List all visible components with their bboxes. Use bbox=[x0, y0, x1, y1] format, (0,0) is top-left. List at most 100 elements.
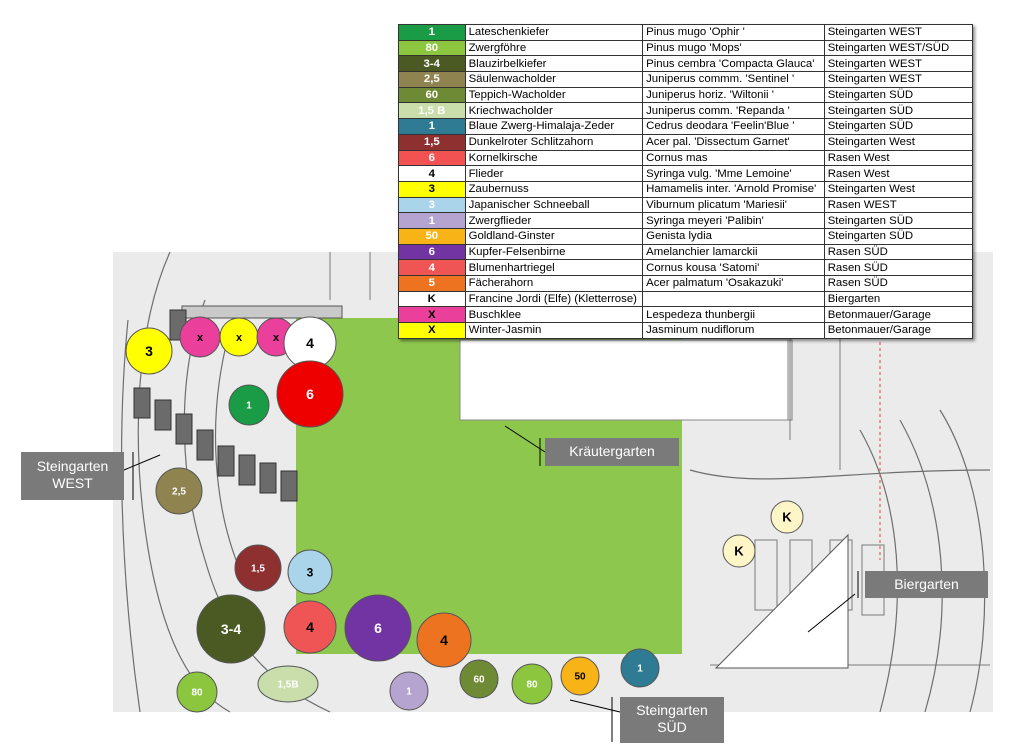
legend-common-name: Zaubernuss bbox=[464, 180, 644, 198]
legend-common-name: Francine Jordi (Elfe) (Kletterrose) bbox=[464, 290, 644, 308]
legend-code: 3 bbox=[398, 180, 466, 198]
plant-code-label: 2,5 bbox=[172, 487, 186, 498]
legend-botanical-name: Jasminum nudiflorum bbox=[642, 322, 825, 339]
plant-circle bbox=[620, 648, 660, 688]
plant-marker: 80 bbox=[511, 663, 553, 705]
east-path-lines bbox=[689, 409, 991, 713]
legend-botanical-name: Hamamelis inter. 'Arnold Promise' bbox=[642, 180, 825, 198]
plant-circle bbox=[257, 665, 319, 703]
legend-common-name: Blaue Zwerg-Himalaja-Zeder bbox=[464, 118, 644, 135]
legend-common-name: Blauzirbelkiefer bbox=[464, 55, 644, 73]
stepping-stone bbox=[259, 462, 277, 494]
stepping-stones bbox=[133, 309, 298, 502]
plant-circle bbox=[722, 534, 756, 568]
legend-botanical-name: Pinus cembra 'Compacta Glauca' bbox=[642, 55, 825, 73]
plant-circle bbox=[155, 467, 203, 515]
legend-code: 4 bbox=[398, 165, 466, 182]
legend-code: 60 bbox=[398, 86, 466, 104]
legend-code: 2,5 bbox=[398, 71, 466, 88]
plant-circle bbox=[511, 663, 553, 705]
legend-code: 1 bbox=[398, 24, 466, 41]
plant-circle bbox=[416, 612, 472, 668]
plant-circle bbox=[196, 594, 266, 664]
plant-code-label: 4 bbox=[306, 619, 314, 635]
legend-botanical-name: Amelanchier lamarckii bbox=[642, 243, 825, 261]
plant-marker: 60 bbox=[459, 659, 499, 699]
legend-common-name: Japanischer Schneeball bbox=[464, 196, 644, 214]
plant-marker: x bbox=[179, 316, 221, 358]
legend-location: Steingarten WEST bbox=[823, 71, 974, 88]
plant-circle bbox=[560, 656, 600, 696]
plant-circle bbox=[389, 671, 429, 711]
legend-location: Steingarten WEST/SÜD bbox=[823, 39, 974, 57]
label-biergarten: Biergarten bbox=[865, 571, 988, 598]
plant-code-label: 6 bbox=[374, 620, 382, 636]
stepping-stone bbox=[280, 470, 298, 502]
legend-botanical-name: Juniperus horiz. 'Wiltonii ' bbox=[642, 86, 825, 104]
plant-code-label: 3 bbox=[307, 565, 314, 579]
legend-common-name: Säulenwacholder bbox=[464, 71, 644, 88]
plant-circle bbox=[234, 544, 282, 592]
legend-common-name: Zwergföhre bbox=[464, 39, 644, 57]
plant-circle bbox=[283, 600, 337, 654]
plant-code-label: K bbox=[782, 510, 792, 525]
legend-common-name: Lateschenkiefer bbox=[464, 24, 644, 41]
legend-code: 3-4 bbox=[398, 55, 466, 73]
plant-code-label: 6 bbox=[306, 386, 314, 402]
plant-marker: 3 bbox=[287, 549, 333, 595]
legend-common-name: Zwergflieder bbox=[464, 212, 644, 229]
legend-location: Steingarten West bbox=[823, 180, 974, 198]
legend-location: Steingarten WEST bbox=[823, 55, 974, 73]
plant-marker: K bbox=[770, 500, 804, 534]
legend-botanical-name: Juniperus commm. 'Sentinel ' bbox=[642, 71, 825, 88]
plant-marker: 4 bbox=[416, 612, 472, 668]
legend-code: 3 bbox=[398, 196, 466, 214]
legend-common-name: Goldland-Ginster bbox=[464, 227, 644, 245]
legend-location: Rasen SÜD bbox=[823, 275, 974, 292]
legend-botanical-name: Pinus mugo 'Mops' bbox=[642, 39, 825, 57]
legend-botanical-name: Cornus mas bbox=[642, 149, 825, 167]
legend-location: Betonmauer/Garage bbox=[823, 322, 974, 339]
plant-marker: 6 bbox=[276, 360, 344, 428]
legend-location: Rasen SÜD bbox=[823, 259, 974, 276]
legend-common-name: Buschklee bbox=[464, 306, 644, 324]
legend-code: 1,5 bbox=[398, 133, 466, 151]
plant-marker: 1 bbox=[389, 671, 429, 711]
legend-common-name: Blumenhartriegel bbox=[464, 259, 644, 276]
legend-code: 4 bbox=[398, 259, 466, 276]
plant-code-label: 50 bbox=[574, 672, 586, 683]
plant-marker: 2,5 bbox=[155, 467, 203, 515]
stepping-stone bbox=[238, 454, 256, 486]
legend-common-name: Kornelkirsche bbox=[464, 149, 644, 167]
legend-location: Rasen SÜD bbox=[823, 243, 974, 261]
kraeutergarten-area-top bbox=[459, 339, 789, 421]
legend-botanical-name: Juniperus comm. 'Repanda ' bbox=[642, 102, 825, 120]
plant-circle bbox=[125, 327, 173, 375]
plant-code-label: 1 bbox=[406, 687, 412, 698]
legend-location: Steingarten WEST bbox=[823, 24, 974, 41]
biergarten-area bbox=[714, 533, 849, 669]
plant-marker: 1 bbox=[620, 648, 660, 688]
plant-marker: x bbox=[219, 317, 259, 357]
label-steingarten-west: Steingarten WEST bbox=[21, 452, 124, 500]
plant-code-label: 3-4 bbox=[221, 621, 241, 637]
legend-botanical-name: Pinus mugo 'Ophir ' bbox=[642, 24, 825, 41]
legend-code: 1 bbox=[398, 212, 466, 229]
legend-location: Biergarten bbox=[823, 290, 974, 308]
legend-location: Steingarten SÜD bbox=[823, 212, 974, 229]
legend-botanical-name bbox=[642, 290, 825, 308]
legend-botanical-name: Cedrus deodara 'Feelin'Blue ' bbox=[642, 118, 825, 135]
legend-botanical-name: Syringa vulg. 'Mme Lemoine' bbox=[642, 165, 825, 182]
